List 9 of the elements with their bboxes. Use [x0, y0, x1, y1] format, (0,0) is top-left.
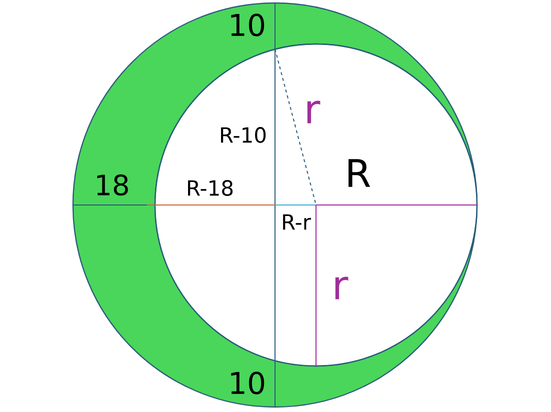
dimension-label: 18 — [97, 174, 128, 196]
dimension-label: r — [307, 100, 320, 124]
dimension-label: R-18 — [188, 180, 233, 196]
dimension-label: R — [348, 159, 370, 187]
dimension-label: r — [335, 276, 348, 300]
dimension-label: R-r — [283, 214, 311, 230]
dimension-label: 10 — [231, 14, 264, 36]
dimension-label: 10 — [231, 372, 264, 394]
dimension-label: R-10 — [221, 127, 266, 143]
